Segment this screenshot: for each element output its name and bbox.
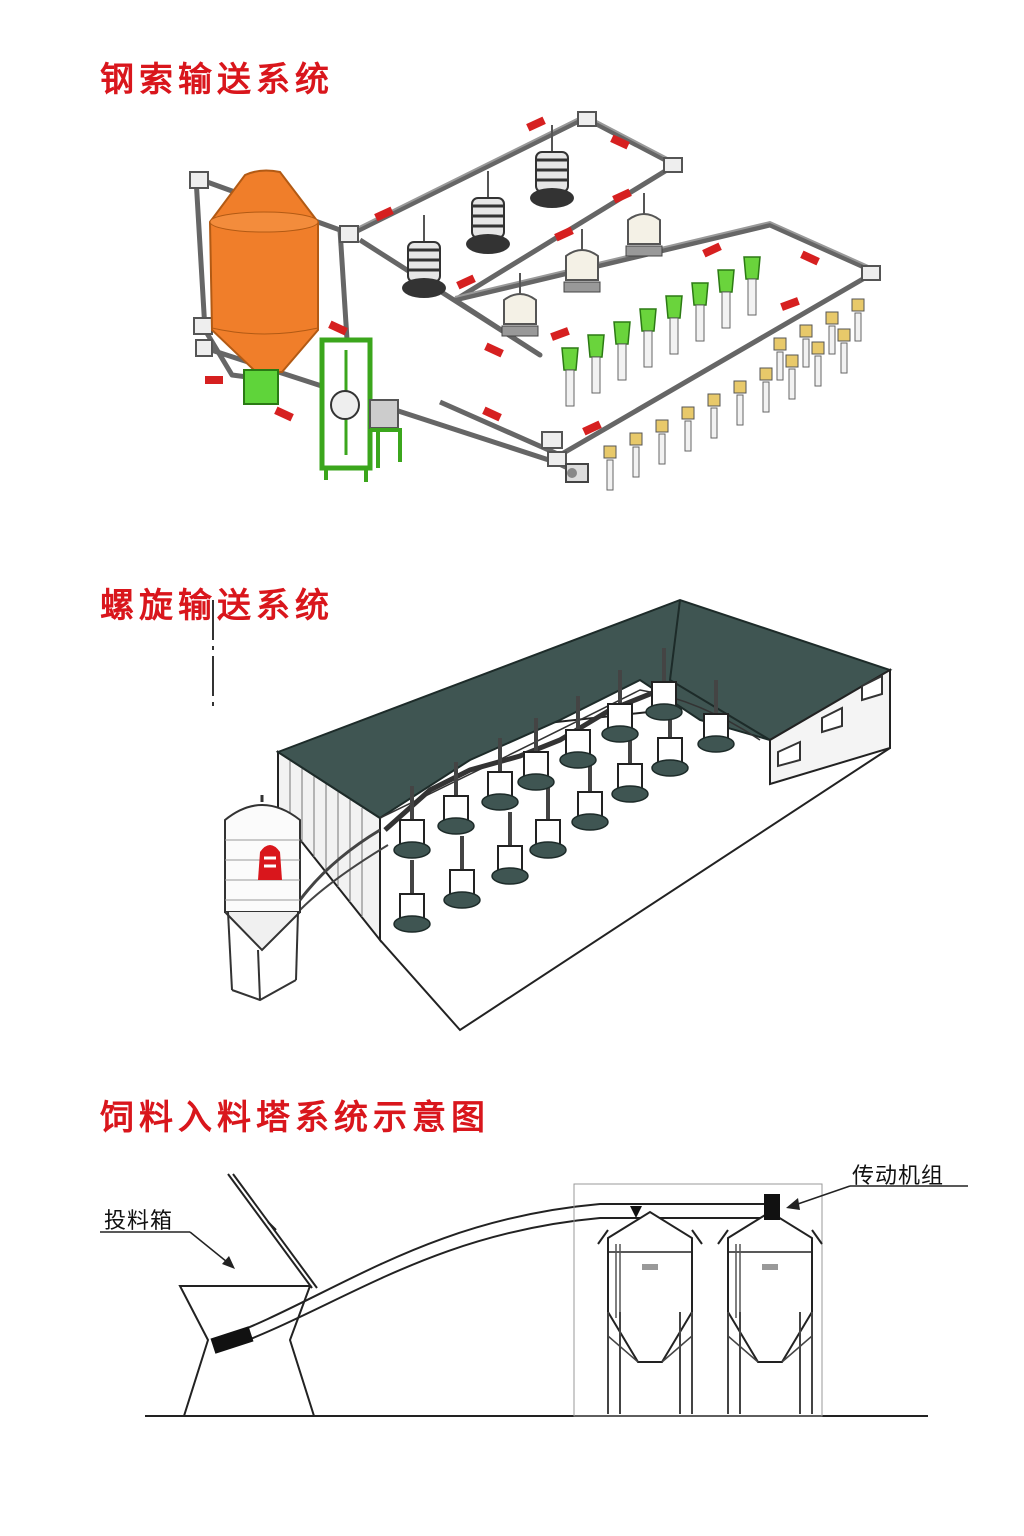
conveyor-pipe — [210, 1203, 780, 1354]
auger-feeder-4 — [529, 786, 567, 859]
flow-arrow-8 — [554, 226, 574, 242]
auger-system-title: 螺旋输送系统 — [100, 586, 334, 626]
tube-feeder-2 — [466, 171, 510, 254]
orange-silo — [208, 169, 319, 405]
drive-unit — [630, 1194, 780, 1220]
small-feeder-10 — [837, 328, 851, 374]
pan-feeder-1 — [501, 273, 539, 337]
auger-feeder-12 — [517, 718, 555, 791]
feed-box-pointer — [100, 1231, 235, 1269]
flow-arrow-9 — [484, 342, 504, 358]
small-feeder-7 — [759, 367, 773, 413]
auger-feeder-11 — [481, 738, 519, 811]
small-feeder-back-4 — [851, 298, 865, 342]
feed-tower-title: 饲料入料塔系统示意图 — [100, 1098, 490, 1138]
small-feeder-back-2 — [799, 324, 813, 368]
end-motor — [565, 463, 589, 483]
green-feeder-2 — [587, 334, 605, 394]
small-feeder-5 — [707, 393, 721, 439]
feeders-green-row — [561, 256, 761, 407]
flow-arrow-13 — [482, 406, 502, 422]
green-feeder-5 — [665, 295, 683, 355]
flow-arrow-15 — [205, 376, 223, 384]
small-feeder-3 — [655, 419, 669, 465]
auger-feeder-15 — [645, 648, 683, 721]
cable-system-title: 钢索输送系统 — [100, 60, 334, 100]
outdoor-feed-silo — [224, 795, 301, 1002]
feed-towers — [597, 1210, 823, 1414]
small-feeder-back-3 — [825, 311, 839, 355]
flow-arrows — [205, 116, 820, 436]
flow-arrow-4 — [612, 188, 632, 204]
flow-arrow-2 — [526, 116, 546, 132]
feed-box-label: 投料箱 — [104, 1209, 174, 1234]
feeders-small-row — [603, 298, 865, 491]
auger-feeder-2 — [443, 836, 481, 909]
silo-logo — [258, 845, 282, 880]
drive-motor-unit — [319, 337, 402, 482]
feed-box — [178, 1173, 318, 1417]
flow-arrow-16 — [274, 406, 294, 422]
small-feeder-8 — [785, 354, 799, 400]
feed-tower-2 — [717, 1210, 823, 1414]
tower-frame — [573, 1183, 823, 1417]
flow-arrow-1 — [374, 206, 394, 222]
flow-arrow-14 — [328, 320, 348, 336]
auger-feeder-6 — [611, 730, 649, 803]
flow-arrow-3 — [610, 134, 630, 150]
auger-feeder-1 — [393, 860, 431, 933]
pan-feeder-2 — [563, 229, 601, 293]
small-feeder-2 — [629, 432, 643, 478]
pan-feeder-3 — [625, 193, 663, 257]
cable-system-diagram — [189, 111, 881, 491]
flow-arrow-10 — [550, 327, 570, 341]
auger-feeder-10 — [437, 762, 475, 835]
flow-arrow-11 — [780, 297, 800, 311]
small-feeder-6 — [733, 380, 747, 426]
auger-feeder-3 — [491, 812, 529, 885]
auger-pan-feeders — [393, 648, 735, 933]
green-feeder-3 — [613, 321, 631, 381]
small-feeder-9 — [811, 341, 825, 387]
small-feeder-4 — [681, 406, 695, 452]
auger-feeder-8 — [697, 680, 735, 753]
pan-feeders-white — [501, 193, 663, 337]
drive-unit-pointer — [786, 1185, 968, 1210]
green-feeder-8 — [743, 256, 761, 316]
auger-feeder-9 — [393, 786, 431, 859]
flow-arrow-6 — [800, 250, 820, 266]
corner-wheels — [189, 111, 881, 467]
auger-system-diagram — [212, 598, 893, 1032]
flow-arrow-7 — [456, 274, 476, 290]
auger-feeder-13 — [559, 696, 597, 769]
small-feeder-1 — [603, 445, 617, 491]
auger-feeder-14 — [601, 670, 639, 743]
flow-arrow-12 — [582, 420, 602, 436]
drive-unit-label: 传动机组 — [852, 1164, 945, 1189]
tube-feeder-1 — [402, 215, 446, 298]
green-feeder-6 — [691, 282, 709, 342]
green-feeder-1 — [561, 347, 579, 407]
tube-feeders-gray — [402, 125, 574, 298]
flow-arrow-5 — [702, 242, 722, 258]
small-feeder-back-1 — [773, 337, 787, 381]
feed-tower-1 — [597, 1210, 703, 1414]
barn-building — [275, 598, 893, 1032]
tube-feeder-3 — [530, 125, 574, 208]
green-feeder-7 — [717, 269, 735, 329]
green-feeder-4 — [639, 308, 657, 368]
